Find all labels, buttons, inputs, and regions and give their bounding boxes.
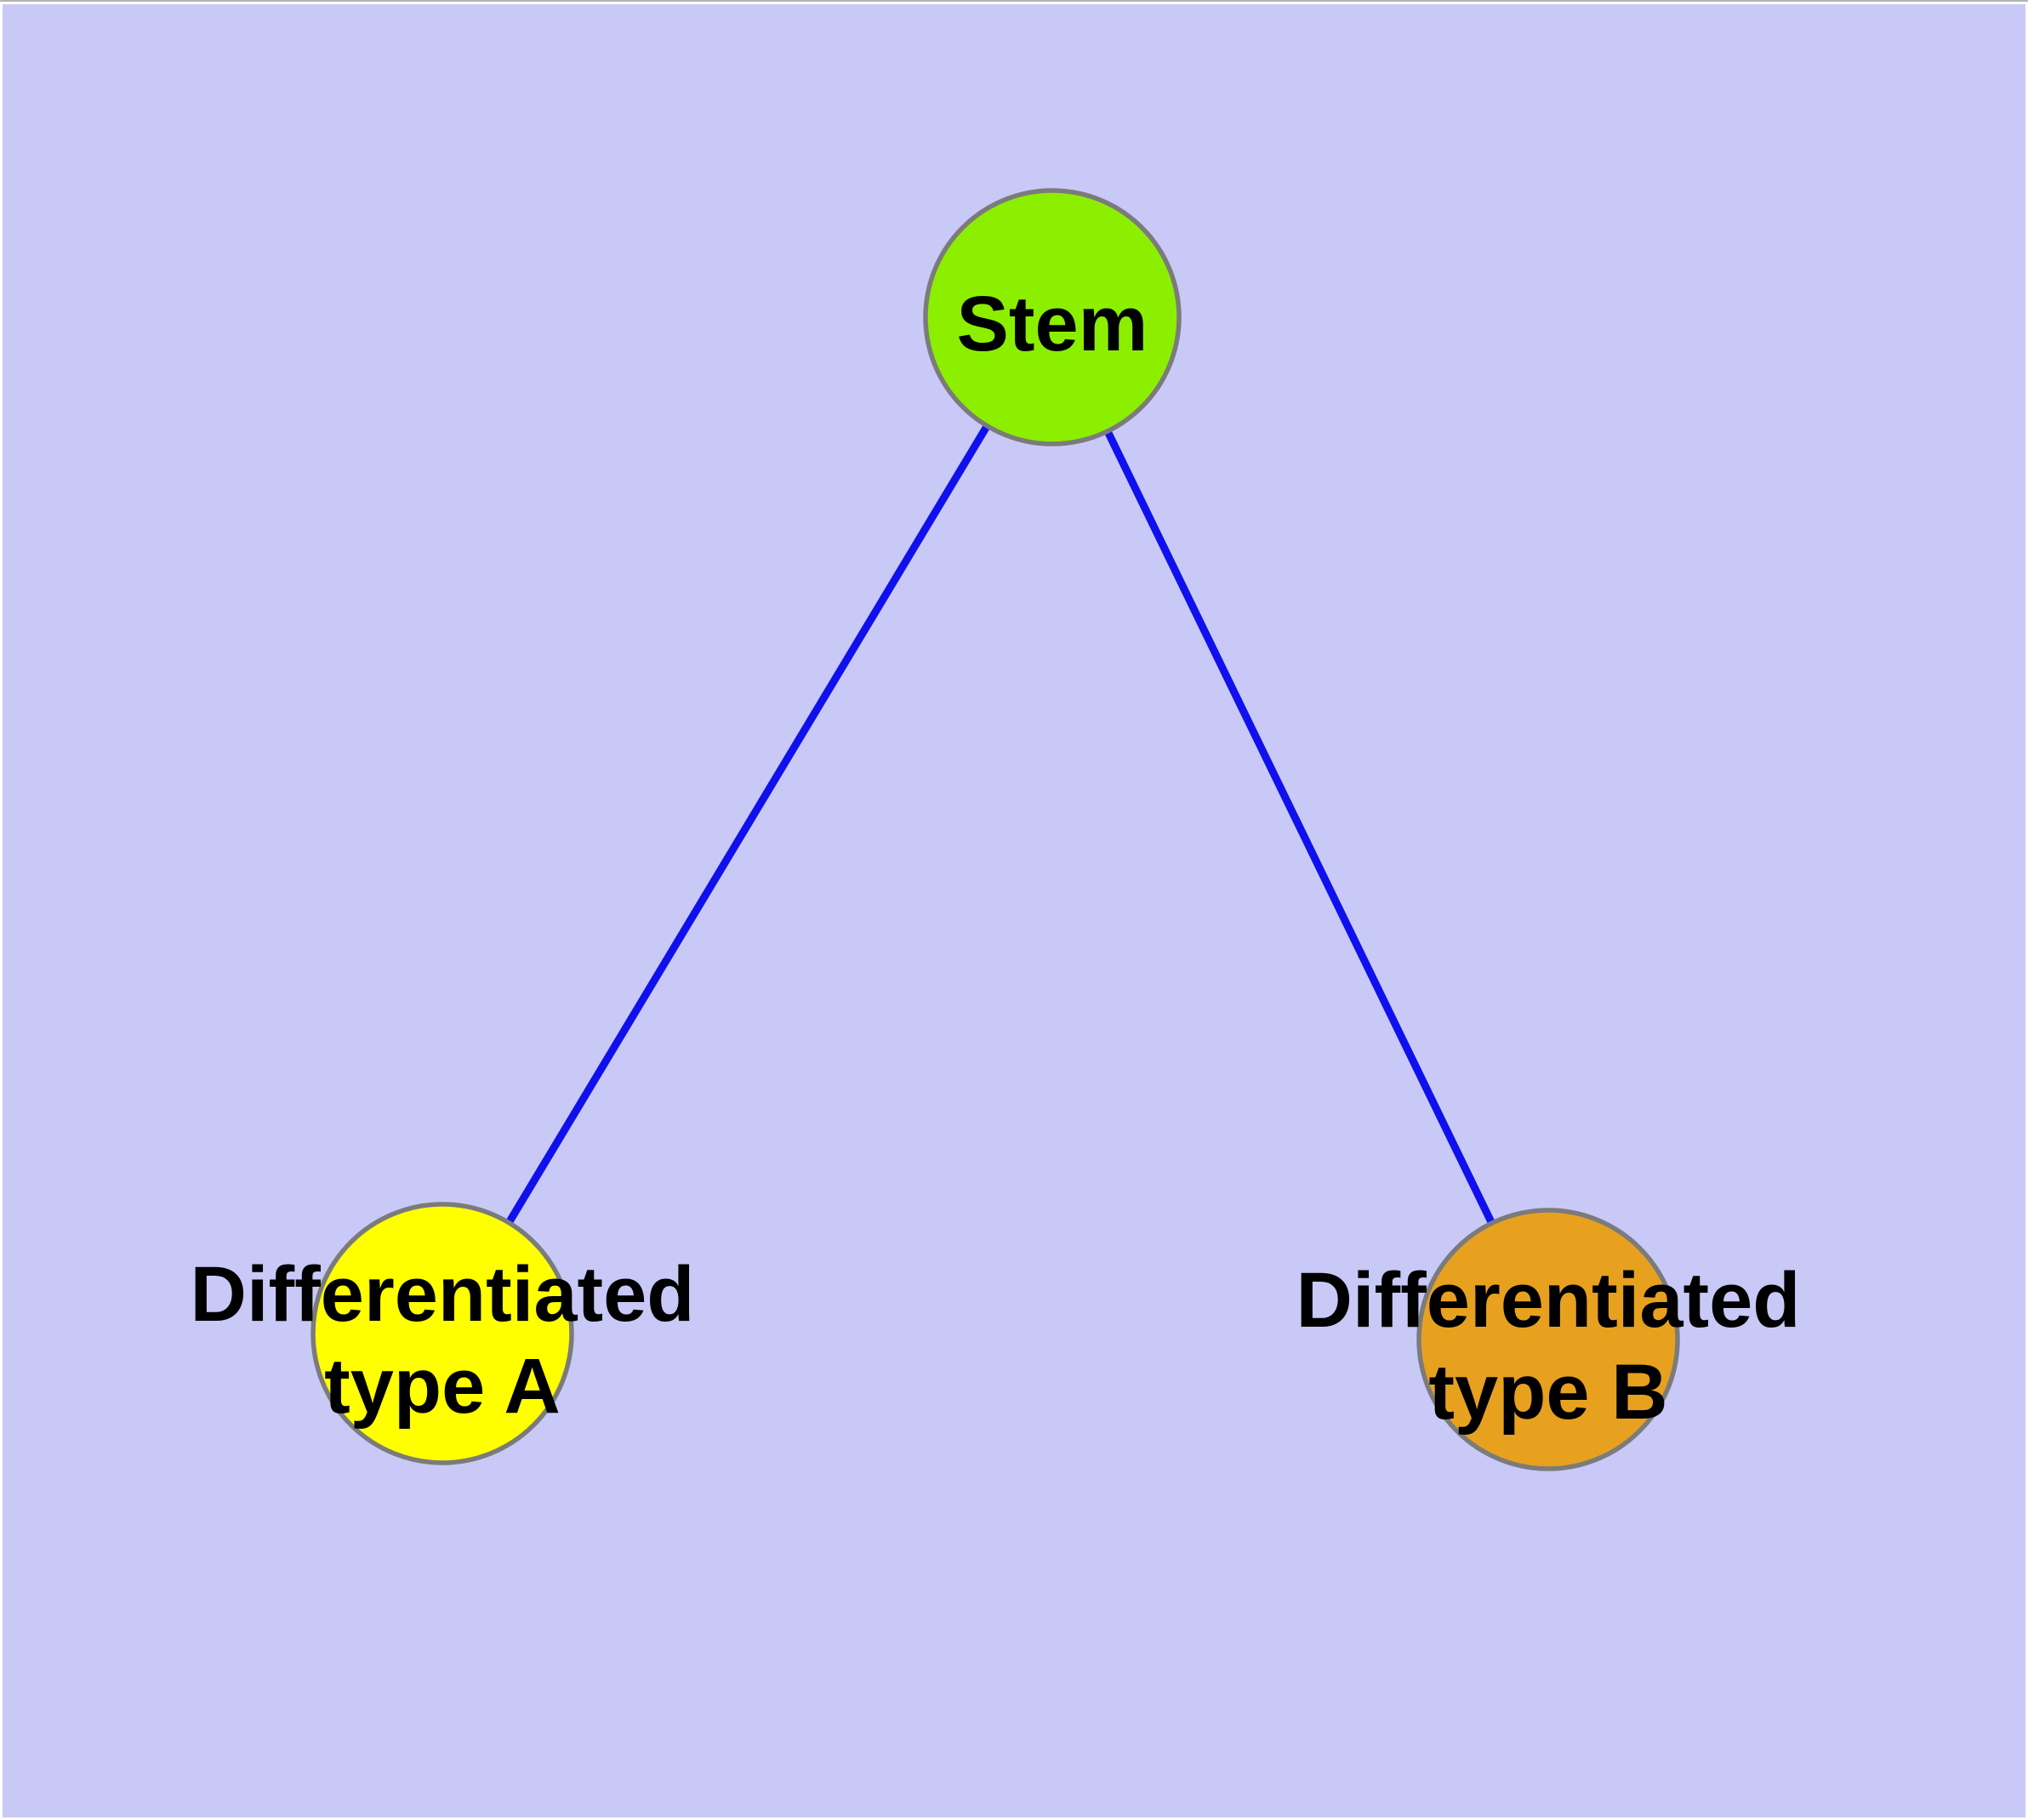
node-differentiated-type-b bbox=[1416, 1208, 1680, 1471]
edge-stem-to-type-b bbox=[1048, 316, 1552, 1341]
node-stem bbox=[923, 188, 1182, 446]
node-type-a-label-line1: Differentiated bbox=[191, 1251, 695, 1338]
node-type-b-label-line2: type B bbox=[1428, 1349, 1667, 1436]
label-group: Stem Differentiated type A Differentiate… bbox=[191, 281, 1801, 1436]
edge-stem-to-type-a bbox=[439, 315, 1056, 1336]
node-differentiated-type-a bbox=[310, 1202, 574, 1465]
node-group bbox=[310, 188, 1680, 1471]
edge-group bbox=[439, 315, 1552, 1341]
node-stem-label: Stem bbox=[957, 281, 1148, 367]
node-type-a-label-line2: type A bbox=[324, 1343, 561, 1430]
node-type-b-label-line1: Differentiated bbox=[1296, 1257, 1801, 1344]
